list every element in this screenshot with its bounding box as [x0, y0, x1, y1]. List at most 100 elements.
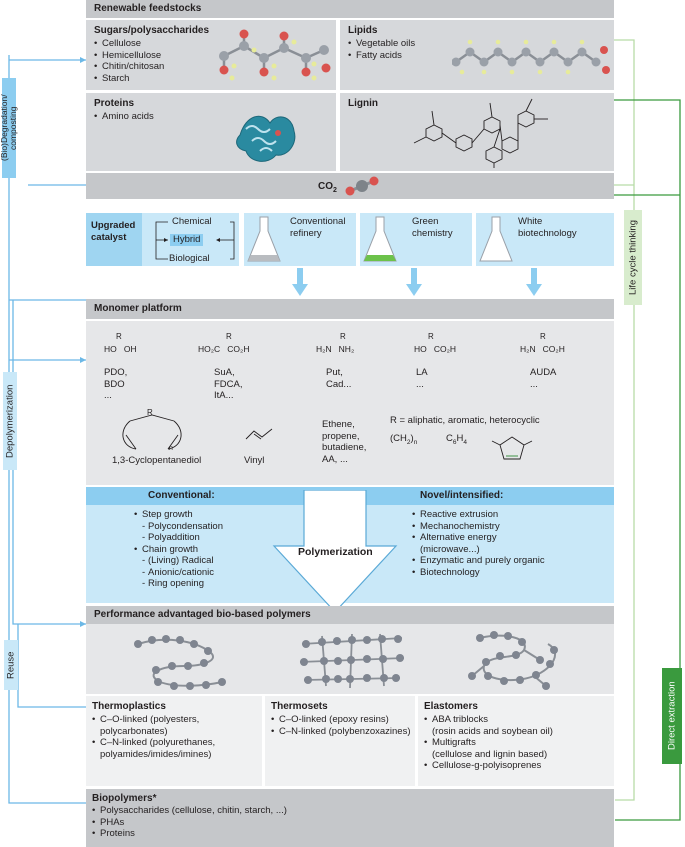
list-item: Ring opening	[134, 578, 223, 590]
vinyl-structure	[245, 428, 273, 440]
list-item: polyamides/imides/imines)	[100, 748, 212, 760]
polymerization-arrow	[272, 490, 398, 613]
catalyst-title: Upgraded catalyst	[91, 220, 136, 243]
list-item: (rosin acids and soybean oil)	[432, 725, 553, 737]
list-item: Multigrafts	[424, 737, 553, 749]
feedstocks-header: Renewable feedstocks	[86, 0, 614, 18]
furan-structure	[491, 436, 533, 460]
monomer-panel: R HO OH R HO₂C CO₂H R H₂N NH₂ R HO CO₂H …	[86, 321, 614, 485]
ch2-formula: (CH2)n	[390, 433, 417, 449]
polymer-bead	[168, 662, 176, 670]
conventional-list: Step growthPolycondensationPolyadditionC…	[134, 509, 223, 590]
catalyst-title-box: Upgraded catalyst	[86, 213, 142, 266]
list-item: C–O-linked (polyesters,	[92, 714, 215, 726]
sugars-title: Sugars/polysaccharides	[94, 25, 210, 36]
thermosets-title: Thermosets	[271, 701, 328, 712]
elastomers-panel: Elastomers ABA triblocks(rosin acids and…	[418, 696, 614, 786]
structure-r: R	[116, 332, 122, 341]
process-label: Green chemistry	[412, 216, 453, 239]
list-item: Biotechnology	[412, 567, 545, 579]
lignin-panel: Lignin	[340, 93, 614, 171]
lipids-panel: Lipids Vegetable oils Fatty acids	[340, 20, 614, 90]
polymers-header: Performance advantaged bio-based polymer…	[86, 606, 614, 624]
list-item: (Living) Radical	[134, 555, 223, 567]
degradation-label-box: (Bio)Degradation/ composting	[0, 78, 18, 178]
biopolymers-title: Biopolymers*	[92, 793, 157, 804]
c6-sub: 6	[452, 438, 457, 446]
catalyst-arrows	[155, 221, 235, 260]
alkenes-label: Ethene, propene, butadiene, AA, ...	[322, 419, 367, 465]
biopolymers-feedback-line	[8, 55, 86, 804]
structure-formula: HO OH	[104, 344, 137, 354]
polymer-bead	[148, 636, 156, 644]
list-item: Cellulose	[94, 38, 164, 50]
structure-r: R	[540, 332, 546, 341]
polymer-bead	[152, 666, 160, 674]
polymer-bead	[202, 681, 210, 689]
ch2-n: n	[413, 438, 418, 446]
list-item: C–O-linked (epoxy resins)	[271, 714, 410, 726]
polymer-bead	[200, 659, 208, 667]
polymer-images-panel	[86, 624, 614, 694]
list-item: Cellulose-g-polyisoprenes	[424, 760, 553, 772]
elastomer-chain-image	[468, 631, 558, 690]
lignin-title: Lignin	[348, 98, 378, 109]
conventional-title: Conventional:	[148, 490, 215, 501]
ch2-sub: 2	[406, 438, 411, 446]
polymerization-label: Polymerization	[298, 546, 373, 558]
proteins-list: Amino acids	[94, 111, 154, 123]
flask-icon	[479, 216, 513, 262]
list-item: Vegetable oils	[348, 38, 415, 50]
list-item: C–N-linked (polyurethanes,	[92, 737, 215, 749]
proteins-panel: Proteins Amino acids	[86, 93, 336, 171]
list-item: Enzymatic and purely organic	[412, 555, 545, 567]
lignin-structure-image	[413, 98, 548, 168]
polymers-header-text: Performance advantaged bio-based polymer…	[94, 609, 311, 620]
flask-icon	[363, 216, 397, 262]
process-conventional-refinery: Conventional refinery	[244, 213, 356, 266]
cyclopentanediol-label: 1,3-Cyclopentanediol	[112, 455, 202, 466]
list-item: Hemicellulose	[94, 50, 164, 62]
ch2-end: )	[410, 433, 414, 444]
c6-sub4: 4	[463, 438, 467, 446]
direct-extraction-label: Direct extraction	[666, 681, 678, 751]
structure-r: R	[340, 332, 346, 341]
catalyst-chemical: Chemical	[172, 216, 212, 227]
list-item: Alternative energy	[412, 532, 545, 544]
cyclo-r: R	[147, 408, 153, 417]
sugars-panel: Sugars/polysaccharides Cellulose Hemicel…	[86, 20, 336, 90]
co2-label: CO2	[318, 181, 337, 197]
polymer-bead	[204, 647, 212, 655]
polymer-bead	[184, 662, 192, 670]
list-item: Proteins	[92, 828, 287, 840]
fatty-acid-molecule-image	[452, 39, 610, 75]
c6-h: H	[456, 433, 464, 444]
c6-text: C	[446, 433, 453, 444]
catalyst-diagram: Chemical Hybrid Biological	[142, 213, 239, 266]
polymer-bead	[154, 678, 162, 686]
reuse-line-bottom	[17, 624, 86, 708]
reuse-label-box: Reuse	[4, 640, 18, 690]
list-item: Fatty acids	[348, 50, 415, 62]
biopolymers-panel: Biopolymers* Polysaccharides (cellulose,…	[86, 789, 614, 847]
lipids-list: Vegetable oils Fatty acids	[348, 38, 415, 61]
monomer-label: AUDA ...	[530, 367, 557, 390]
co2-text: CO	[318, 181, 333, 192]
monomer-header-text: Monomer platform	[94, 303, 182, 314]
novel-title: Novel/intensified:	[420, 490, 504, 501]
list-item: Anionic/cationic	[134, 567, 223, 579]
list-item: C–N-linked (polybenzoxazines)	[271, 726, 410, 738]
thermoplastics-list: C–O-linked (polyesters,polycarbonates)C–…	[92, 714, 215, 760]
list-item: ABA triblocks	[424, 714, 553, 726]
structure-formula: H₂N CO₂H	[520, 344, 565, 354]
co2-bar: CO2	[86, 173, 614, 199]
catalyst-hybrid: Hybrid	[170, 234, 204, 246]
elastomers-title: Elastomers	[424, 701, 478, 712]
list-item: Polysaccharides (cellulose, chitin, star…	[92, 805, 287, 817]
thermosets-list: C–O-linked (epoxy resins)C–N-linked (pol…	[271, 714, 410, 737]
structure-formula: HO CO₂H	[414, 344, 457, 354]
list-item: polycarbonates)	[100, 725, 168, 737]
structure-r: R	[428, 332, 434, 341]
thermoplastic-chain-image	[134, 635, 226, 690]
direct-extraction-label-box: Direct extraction	[662, 668, 682, 764]
